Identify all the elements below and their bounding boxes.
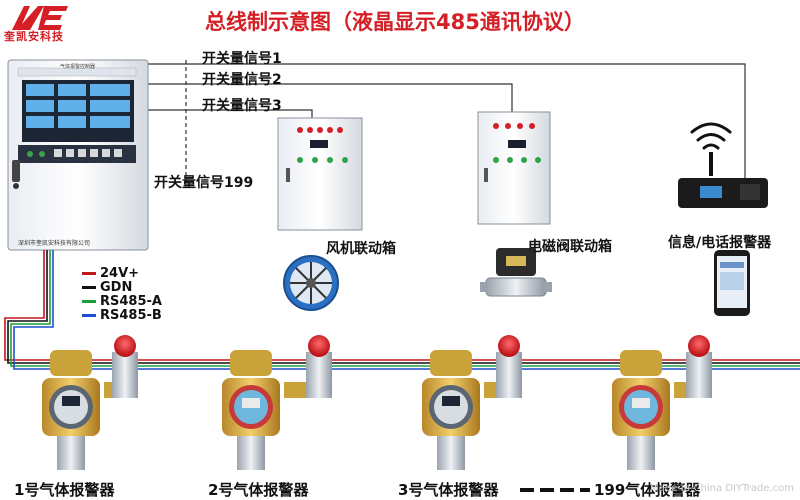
- detector-199: [612, 335, 712, 470]
- valve-linkage-cabinet: [477, 111, 551, 225]
- controller-label: 深圳市奎凯安科技有限公司: [18, 240, 91, 247]
- fan-cabinet-label: 风机联动箱: [326, 241, 396, 257]
- wire-signal-2: [120, 83, 513, 115]
- signal-wires: [120, 60, 746, 188]
- detector-1: [42, 335, 138, 470]
- legend-rs485-b: RS485-B: [82, 308, 162, 323]
- signal-3-label: 开关量信号3: [202, 98, 282, 114]
- company-name: 奎凯安科技: [4, 30, 64, 43]
- ellipsis-dashes: [520, 488, 590, 492]
- wire-signal-1: [120, 63, 746, 185]
- mobile-phone: [714, 250, 750, 316]
- detector-199-label: 199气体报警器: [594, 481, 701, 499]
- alarm-controller: [7, 59, 149, 251]
- detector-3-label: 3号气体报警器: [398, 481, 499, 499]
- company-logo: [12, 6, 68, 30]
- signal-1-label: 开关量信号1: [202, 51, 282, 67]
- controller-panel-title: 气体报警控制器: [60, 64, 96, 70]
- detector-3: [422, 335, 522, 470]
- valve-cabinet-label: 电磁阀联动箱: [528, 239, 612, 255]
- solenoid-valve: [480, 248, 552, 297]
- fan-linkage-cabinet: [277, 117, 363, 231]
- signal-199-label: 开关量信号199: [154, 175, 254, 191]
- detector-2: [222, 335, 332, 470]
- alarm-device-label: 信息/电话报警器: [668, 235, 772, 251]
- detector-2-label: 2号气体报警器: [208, 481, 309, 499]
- page-title: 总线制示意图（液晶显示485通讯协议）: [205, 10, 585, 34]
- legend-gdn: GDN: [82, 280, 132, 295]
- legend-24v: 24V+: [82, 266, 139, 281]
- detector-1-label: 1号气体报警器: [14, 481, 115, 499]
- axial-fan: [283, 255, 339, 311]
- watermark: Made-in-China DIYTrade.com: [649, 483, 794, 494]
- sms-phone-alarm: [678, 122, 768, 208]
- signal-2-label: 开关量信号2: [202, 72, 282, 88]
- wire-signal-3: [120, 109, 313, 120]
- legend-rs485-a: RS485-A: [82, 294, 162, 309]
